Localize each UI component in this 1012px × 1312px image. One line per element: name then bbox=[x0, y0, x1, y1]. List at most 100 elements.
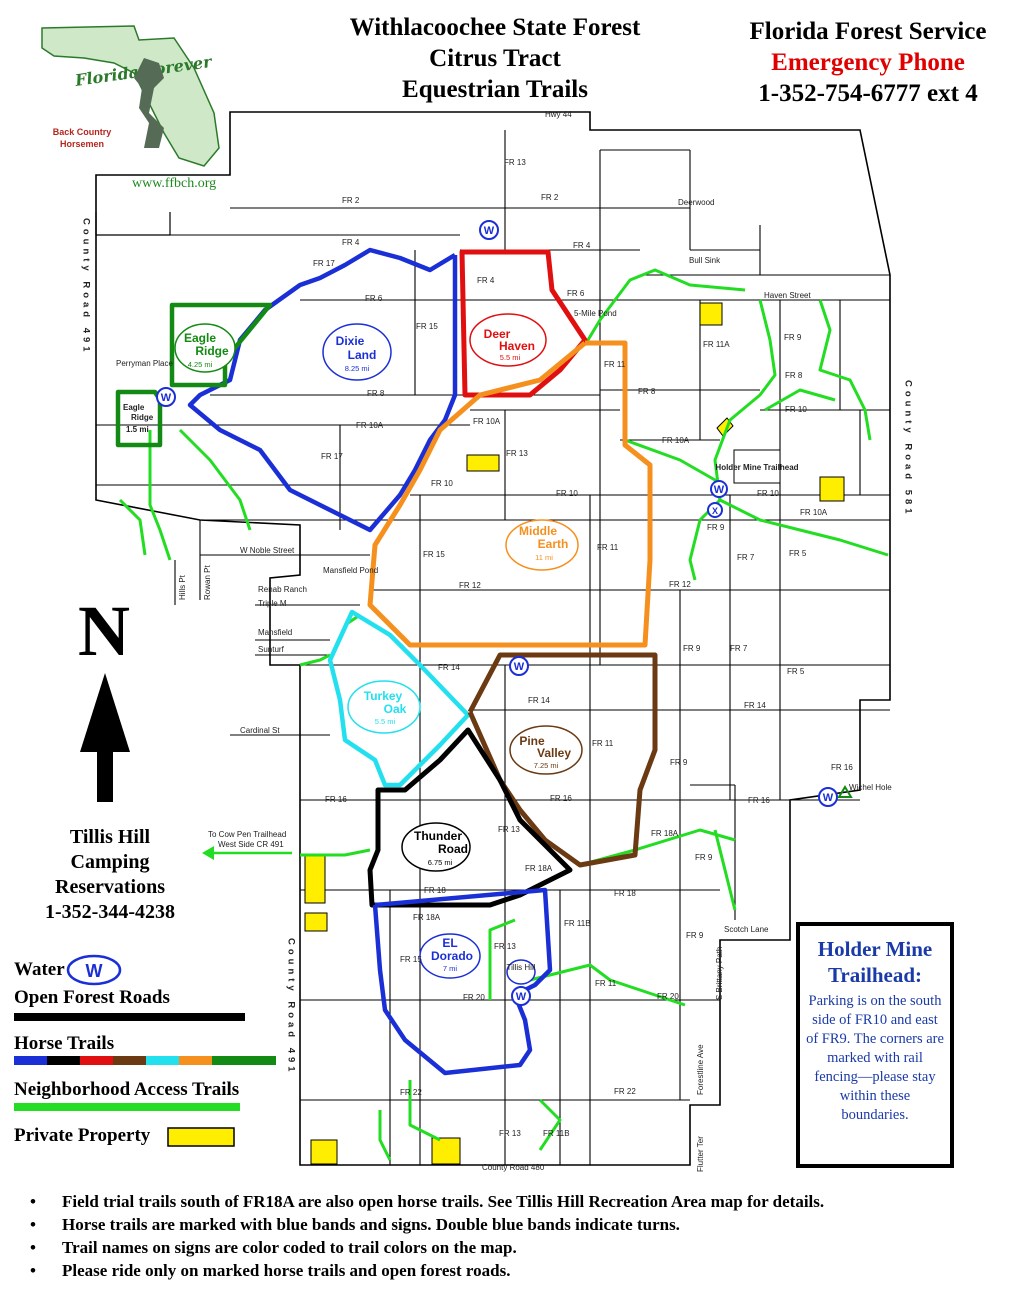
label-fr22: FR 22 bbox=[400, 1088, 422, 1097]
svg-text:X: X bbox=[712, 506, 718, 516]
logo-org-1: Back Country bbox=[53, 127, 112, 137]
note-item: Trail names on signs are color coded to … bbox=[30, 1236, 1000, 1259]
camping-line-3: Reservations bbox=[55, 876, 165, 898]
label-fr18a: FR 18A bbox=[651, 829, 679, 838]
legend-private-swatch bbox=[167, 1127, 235, 1147]
label-fr9: FR 9 bbox=[695, 853, 713, 862]
label-five-mile-pond: 5-Mile Pond bbox=[574, 309, 617, 318]
label-fr20: FR 20 bbox=[657, 992, 679, 1001]
label-fr6: FR 6 bbox=[365, 294, 383, 303]
label-fr10: FR 10 bbox=[431, 479, 453, 488]
campground-icon bbox=[837, 785, 853, 798]
label-fr13: FR 13 bbox=[499, 1129, 521, 1138]
label-fr9: FR 9 bbox=[784, 333, 802, 342]
trail-miles-deer: 5.5 mi bbox=[500, 353, 521, 362]
water-icon: W bbox=[161, 392, 172, 404]
private-property bbox=[304, 302, 845, 1165]
cow-pen-arrowhead bbox=[202, 846, 214, 860]
water-icon: W bbox=[516, 991, 527, 1003]
label-fr4: FR 4 bbox=[342, 238, 360, 247]
label-fr18a: FR 18A bbox=[413, 913, 441, 922]
trail-name-eagle-2: Ridge bbox=[195, 344, 229, 358]
trail-middle-earth bbox=[367, 340, 653, 648]
label-fr12: FR 12 bbox=[459, 581, 481, 590]
label-fr13: FR 13 bbox=[506, 449, 528, 458]
label-mansfield-pond: Mansfield Pond bbox=[323, 566, 378, 575]
oval-middle-earth bbox=[505, 519, 579, 571]
legend-access-label: Neighborhood Access Trails bbox=[14, 1079, 240, 1100]
label-fr8: FR 8 bbox=[785, 371, 803, 380]
holder-mine-info: Holder Mine Trailhead: Parking is on the… bbox=[796, 922, 954, 1168]
label-fr6: FR 6 bbox=[567, 289, 585, 298]
label-hills-pt: Hills Pt bbox=[178, 574, 187, 600]
label-fr13: FR 13 bbox=[504, 158, 526, 167]
label-fr9: FR 9 bbox=[686, 931, 704, 940]
label-fr11: FR 11 bbox=[597, 543, 619, 552]
label-fr4: FR 4 bbox=[477, 276, 495, 285]
trail-name-dixie-2: Land bbox=[348, 348, 377, 362]
label-fr17: FR 17 bbox=[313, 259, 335, 268]
holder-heading-2: Trailhead: bbox=[827, 963, 923, 987]
trail-name-thunder-2: Road bbox=[438, 842, 468, 856]
label-fr11: FR 11 bbox=[604, 360, 626, 369]
access-trails bbox=[118, 268, 889, 1161]
label-fr7: FR 7 bbox=[737, 553, 755, 562]
legend-private-label: Private Property bbox=[14, 1125, 151, 1146]
tillis-hill-marker-label: Tillis Hill bbox=[506, 963, 535, 972]
water-icon: W bbox=[484, 225, 495, 237]
logo-url[interactable]: www.ffbch.org bbox=[132, 176, 217, 191]
label-fr16: FR 16 bbox=[748, 796, 770, 805]
label-fr18: FR 18 bbox=[424, 886, 446, 895]
oval-deer-haven bbox=[469, 313, 547, 367]
label-deerwood: Deerwood bbox=[678, 198, 714, 207]
label-noble-street: W Noble Street bbox=[240, 546, 295, 555]
label-triple-m: Triple M bbox=[258, 599, 287, 608]
holder-mine-map-label: Holder Mine Trailhead bbox=[715, 463, 798, 472]
trail-pine-valley bbox=[467, 652, 658, 868]
note-item: Horse trails are marked with blue bands … bbox=[30, 1213, 1000, 1236]
camping-phone: 1-352-344-4238 bbox=[45, 901, 175, 923]
trail-miles-pine: 7.25 mi bbox=[534, 761, 559, 770]
label-forestline: Forestline Ave bbox=[696, 1044, 705, 1095]
title-line-2: Citrus Tract bbox=[429, 45, 561, 72]
trail-name-thunder-1: Thunder bbox=[414, 829, 462, 843]
legend-road-swatch bbox=[14, 1013, 245, 1021]
trail-name-deer-2: Haven bbox=[499, 339, 535, 353]
label-fr8: FR 8 bbox=[367, 389, 385, 398]
label-fr9: FR 9 bbox=[683, 644, 701, 653]
label-fr7: FR 7 bbox=[730, 644, 748, 653]
legend-access-swatch bbox=[14, 1103, 240, 1111]
camping-line-2: Camping bbox=[70, 851, 150, 873]
water-markers: W W W X W W W bbox=[156, 220, 838, 1006]
trail-miles-turkey: 5.5 mi bbox=[375, 717, 396, 726]
trail-dixie-land bbox=[187, 247, 458, 533]
oval-turkey-oak bbox=[347, 680, 421, 734]
oval-el-dorado bbox=[419, 933, 481, 979]
trail-miles-middle: 11 mi bbox=[535, 553, 553, 562]
florida-forever-logo: Florida Forever Back Country Horsemen bbox=[14, 18, 228, 170]
label-wichel-hole: Wichel Hole bbox=[849, 783, 892, 792]
trail-name-middle-2: Earth bbox=[538, 537, 569, 551]
camping-reservations: Tillis Hill Camping Reservations 1-352-3… bbox=[20, 825, 200, 925]
label-s-brittany: S Brittany Path bbox=[715, 947, 724, 1000]
label-fr17: FR 17 bbox=[321, 452, 343, 461]
label-hwy44: Hwy 44 bbox=[545, 110, 572, 119]
north-arrow-head bbox=[80, 673, 130, 752]
emergency-phone: 1-352-754-6777 ext 4 bbox=[758, 80, 978, 107]
oval-eagle-ridge bbox=[174, 323, 236, 373]
label-cr491-north: County Road 491 bbox=[81, 218, 92, 356]
label-fr10a: FR 10A bbox=[800, 508, 828, 517]
tillis-hill-marker bbox=[506, 959, 536, 985]
label-fr10a: FR 10A bbox=[473, 417, 501, 426]
legend-symbols: W bbox=[14, 954, 276, 1147]
logo-org-2: Horsemen bbox=[60, 139, 104, 149]
trail-name-dorado-1: EL bbox=[442, 936, 457, 950]
label-fr9: FR 9 bbox=[707, 523, 725, 532]
forest-boundary bbox=[95, 111, 891, 1166]
label-fr5: FR 5 bbox=[789, 549, 807, 558]
holder-body: Parking is on the south side of FR10 and… bbox=[806, 993, 944, 1123]
label-perryman-place: Perryman Place bbox=[116, 359, 173, 368]
trail-thunder-road bbox=[367, 727, 573, 908]
label-fr4: FR 4 bbox=[573, 241, 591, 250]
trail-name-eagle-small-1: Eagle bbox=[123, 403, 145, 412]
